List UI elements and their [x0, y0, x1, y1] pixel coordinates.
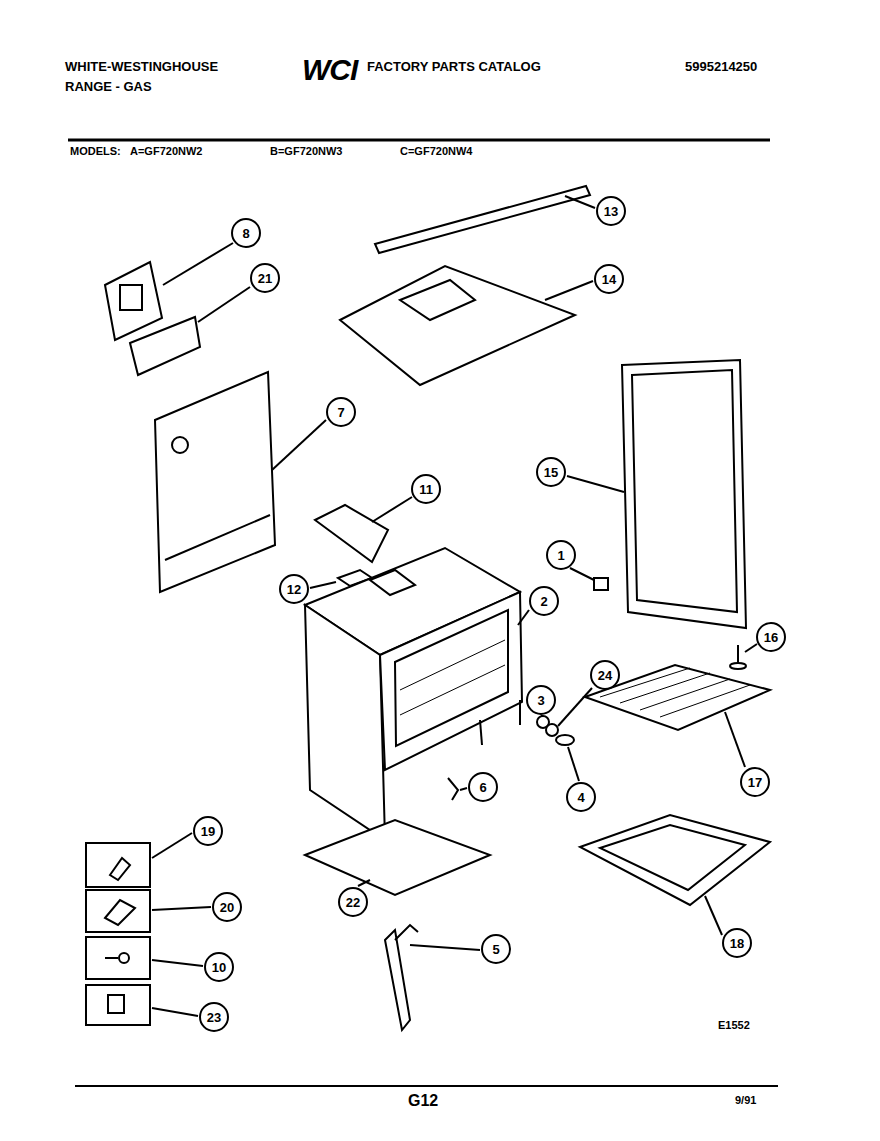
callout-circle: 16 — [756, 622, 786, 652]
callout-circle: 5 — [481, 934, 511, 964]
callout-circle: 12 — [279, 574, 309, 604]
header-label: G12 — [408, 1093, 438, 1109]
callout-circle: 11 — [411, 474, 441, 504]
callout-number: 12 — [287, 582, 301, 597]
callout-circle: 23 — [199, 1002, 229, 1032]
callout-circle: 21 — [250, 263, 280, 293]
callout-number: 7 — [337, 405, 344, 420]
callout-number: 24 — [598, 668, 612, 683]
callout-number: 4 — [577, 790, 584, 805]
callout-number: 19 — [201, 824, 215, 839]
callout-circle: 18 — [722, 928, 752, 958]
callout-circle: 6 — [468, 772, 498, 802]
header-label: WHITE-WESTINGHOUSE — [65, 60, 218, 73]
header-label: RANGE - GAS — [65, 80, 152, 93]
callout-number: 14 — [602, 272, 616, 287]
callout-circle: 22 — [338, 887, 368, 917]
header-label: 5995214250 — [685, 60, 757, 73]
header-label: MODELS: — [70, 146, 121, 157]
callout-circle: 7 — [326, 397, 356, 427]
callout-number: 17 — [748, 775, 762, 790]
header-label: B=GF720NW3 — [270, 146, 342, 157]
callout-circle: 19 — [193, 816, 223, 846]
callout-number: 8 — [242, 226, 249, 241]
callout-number: 15 — [544, 465, 558, 480]
header-label: 9/91 — [735, 1095, 756, 1106]
callout-circle: 20 — [212, 892, 242, 922]
callout-number: 16 — [764, 630, 778, 645]
callout-circle: 15 — [536, 457, 566, 487]
callout-circle: 14 — [594, 264, 624, 294]
callout-circle: 8 — [231, 218, 261, 248]
callout-circle: 2 — [529, 586, 559, 616]
callout-number: 18 — [730, 936, 744, 951]
callout-number: 10 — [212, 960, 226, 975]
header-label: FACTORY PARTS CATALOG — [367, 60, 541, 73]
callout-circle: 1 — [546, 540, 576, 570]
callout-number: 13 — [604, 204, 618, 219]
callout-number: 23 — [207, 1010, 221, 1025]
callout-number: 5 — [492, 942, 499, 957]
callout-circle: 3 — [526, 685, 556, 715]
callout-number: 22 — [346, 895, 360, 910]
callout-circle: 10 — [204, 952, 234, 982]
callout-number: 2 — [540, 594, 547, 609]
header-label: C=GF720NW4 — [400, 146, 472, 157]
header-label: E1552 — [718, 1020, 750, 1031]
header-label: A=GF720NW2 — [130, 146, 202, 157]
callout-circle: 24 — [590, 660, 620, 690]
callout-number: 6 — [479, 780, 486, 795]
callout-circle: 13 — [596, 196, 626, 226]
callout-circle: 17 — [740, 767, 770, 797]
callout-number: 20 — [220, 900, 234, 915]
callout-number: 1 — [557, 548, 564, 563]
callout-number: 11 — [419, 482, 433, 497]
callout-circle: 4 — [566, 782, 596, 812]
callout-number: 21 — [258, 271, 272, 286]
logo-text: WCI — [302, 55, 357, 85]
callout-number: 3 — [537, 693, 544, 708]
